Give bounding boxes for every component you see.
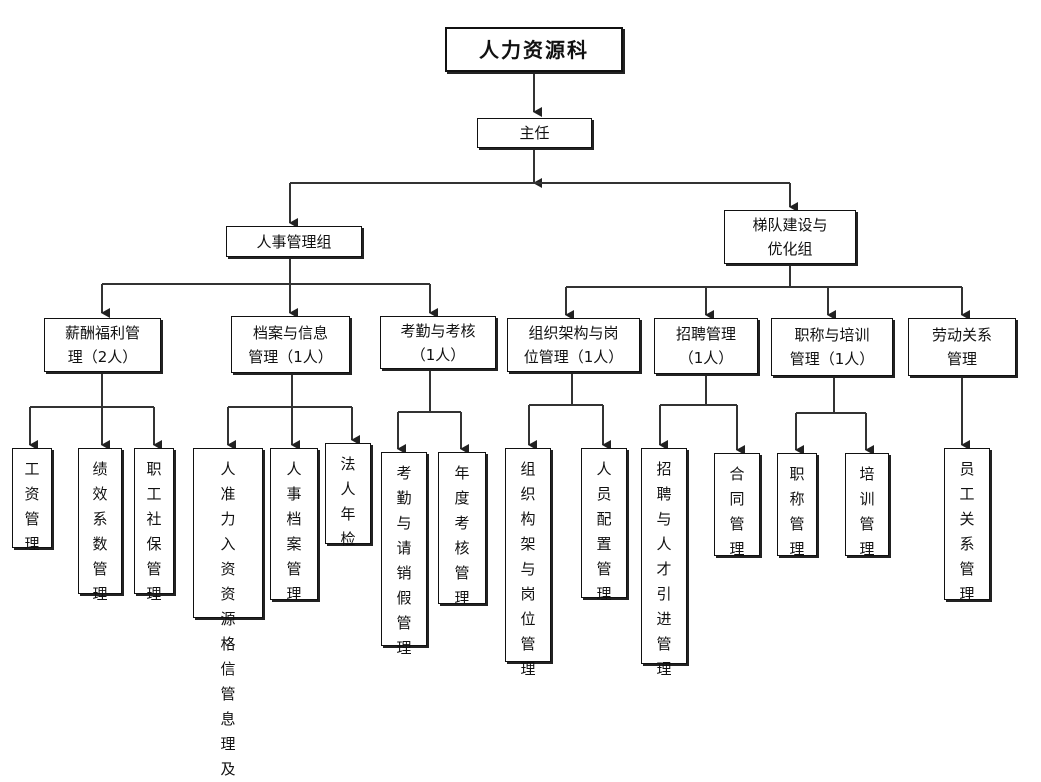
leaf-title-mgmt-box: 职称管理 <box>777 453 817 558</box>
leaf-employee-relations-label: 员工关系管理 <box>959 460 975 603</box>
leaf-org-structure-box: 组织构架与岗位管理 <box>505 448 551 678</box>
dept-recruit-label: 招聘管理 （1人） <box>675 325 736 367</box>
dept-archive-label: 档案与信息 管理（1人） <box>248 323 333 366</box>
leaf-employee-relations-box: 员工关系管理 <box>944 448 990 603</box>
leaf-title-mgmt-label: 职称管理 <box>789 465 805 558</box>
leaf-staffing-box: 人员配置管理 <box>581 448 627 603</box>
dept-attendance-label: 考勤与考核 （1人） <box>400 321 476 364</box>
leaf-staffing-label: 人员配置管理 <box>596 460 612 603</box>
talent-group-label: 梯队建设与 优化组 <box>752 216 828 258</box>
leaf-performance-label: 绩效系数管理 <box>92 460 108 603</box>
leaf-personnel-file-label: 人事档案管理 <box>286 460 302 603</box>
director-label: 主任 <box>519 124 550 142</box>
leaf-entry-label: 人准力入资资源格信管息理及 <box>220 460 236 778</box>
dept-recruit-box: 招聘管理 （1人） <box>654 318 758 374</box>
leaf-personnel-file-box: 人事档案管理 <box>270 448 318 603</box>
leaf-contract-label: 合同管理 <box>729 465 745 558</box>
leaf-social-label: 职工社保管理 <box>146 460 162 603</box>
leaf-performance-box: 绩效系数管理 <box>78 448 122 603</box>
dept-org-box: 组织架构与岗 位管理（1人） <box>507 318 640 372</box>
leaf-social-box: 职工社保管理 <box>134 448 174 603</box>
dept-salary-box: 薪酬福利管 理（2人） <box>44 318 161 372</box>
root-label: 人力资源科 <box>479 37 589 62</box>
dept-org-label: 组织架构与岗 位管理（1人） <box>523 324 624 366</box>
leaf-recruit-talent-label: 招聘与人才引进管理 <box>656 460 672 678</box>
leaf-contract-box: 合同管理 <box>714 453 760 558</box>
leaf-recruit-talent-box: 招聘与人才引进管理 <box>641 448 687 678</box>
leaf-wage-box: 工资管理 <box>12 448 52 553</box>
leaf-training-box: 培训管理 <box>845 453 889 558</box>
dept-archive-box: 档案与信息 管理（1人） <box>231 316 350 373</box>
director-box: 主任 <box>477 118 592 148</box>
leaf-annual-review-label: 年度考核管理 <box>454 464 470 607</box>
leaf-wage-label: 工资管理 <box>24 460 40 553</box>
org-chart-connectors <box>29 72 970 455</box>
dept-title-box: 职称与培训 管理（1人） <box>771 318 893 376</box>
root-box-hr-department: 人力资源科 <box>445 27 623 72</box>
dept-title-label: 职称与培训 管理（1人） <box>789 326 875 368</box>
leaf-annual-check-box: 法人年检 <box>325 443 371 548</box>
talent-group-box: 梯队建设与 优化组 <box>724 210 856 264</box>
dept-salary-label: 薪酬福利管 理（2人） <box>64 324 140 366</box>
dept-attendance-box: 考勤与考核 （1人） <box>380 316 496 369</box>
leaf-org-structure-label: 组织构架与岗位管理 <box>520 460 536 678</box>
leaf-leave-label: 考勤与请销假管理 <box>396 464 412 657</box>
leaf-annual-review-box: 年度考核管理 <box>438 452 486 607</box>
hr-group-box: 人事管理组 <box>226 226 362 257</box>
hr-group-label: 人事管理组 <box>256 232 332 251</box>
dept-labor-box: 劳动关系 管理 <box>908 318 1016 376</box>
leaf-training-label: 培训管理 <box>859 465 875 558</box>
leaf-annual-check-label: 法人年检 <box>340 455 356 548</box>
leaf-leave-box: 考勤与请销假管理 <box>381 452 427 657</box>
leaf-entry-box: 人准力入资资源格信管息理及 <box>193 448 263 778</box>
dept-labor-label: 劳动关系 管理 <box>931 326 992 368</box>
